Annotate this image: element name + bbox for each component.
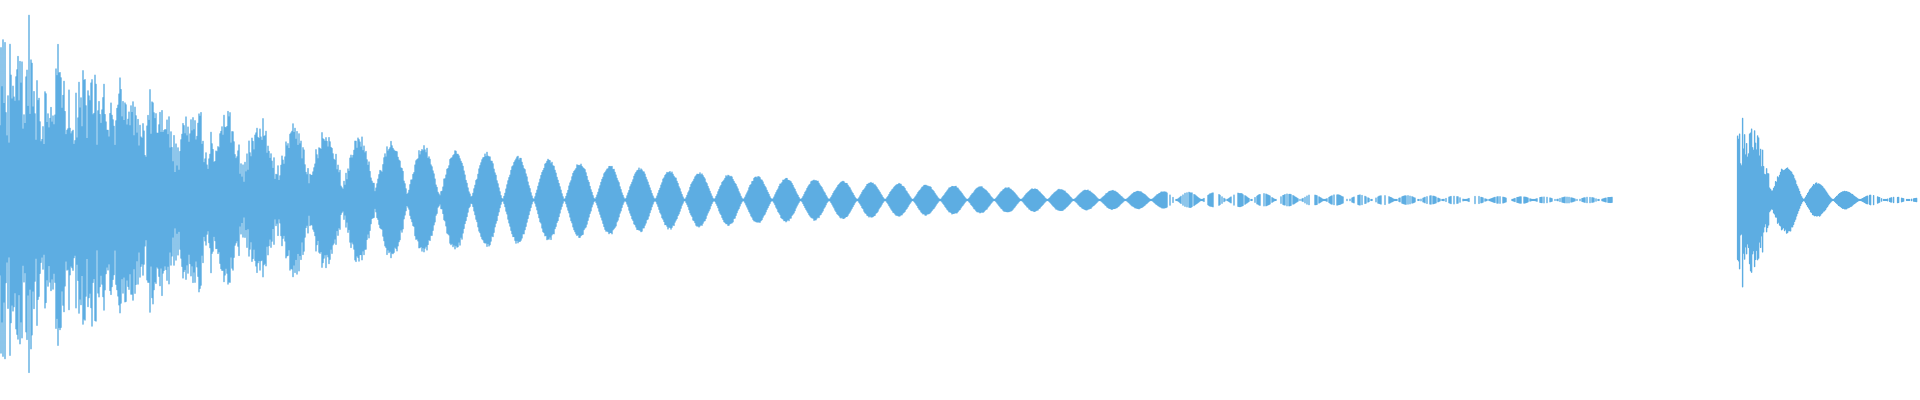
waveform-trace bbox=[0, 14, 1613, 374]
waveform-trace bbox=[1736, 117, 1918, 288]
waveform-segments bbox=[0, 14, 1918, 374]
waveform-segment-second-decay bbox=[1736, 117, 1918, 288]
waveform-segment-first-decay bbox=[0, 14, 1613, 374]
